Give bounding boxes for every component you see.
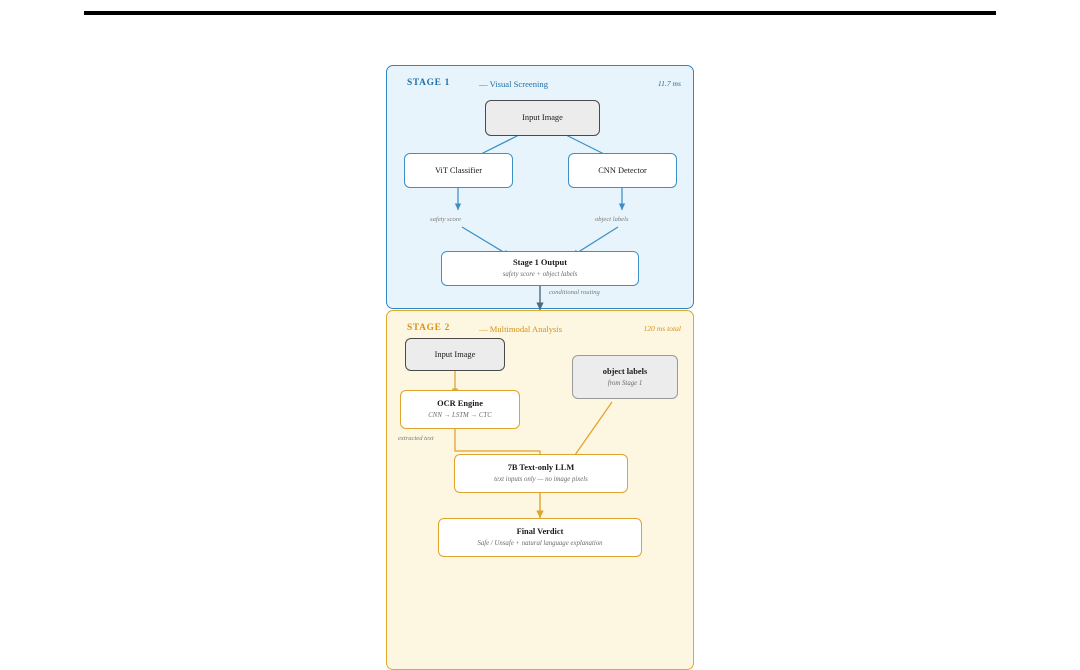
stage-1-title: STAGE 1 [407, 78, 451, 88]
node-label: ViT Classifier [434, 165, 483, 175]
edge-label-conditional-routing: conditional routing [549, 289, 600, 296]
node-7b-text-only-llm[interactable]: 7B Text-only LLM text inputs only — no i… [454, 454, 628, 493]
node-final-verdict[interactable]: Final Verdict Safe / Unsafe + natural la… [438, 518, 642, 557]
pipeline-diagram: STAGE 1 — Visual Screening 11.7 ms STAGE… [386, 65, 694, 670]
node-label: Input Image [522, 113, 563, 123]
stage-1-header: STAGE 1 — Visual Screening 11.7 ms [387, 78, 693, 92]
edge-label-object-labels: object labels [595, 216, 629, 223]
node-stage1-output[interactable]: Stage 1 Output safety score + object lab… [441, 251, 639, 286]
node-sublabel: text inputs only — no image pixels [494, 476, 588, 484]
node-label: Input Image [434, 349, 476, 359]
stage-2-timing: 120 ms total [643, 323, 681, 333]
node-cnn-detector[interactable]: CNN Detector [568, 153, 677, 188]
stage-2-header: STAGE 2 — Multimodal Analysis 120 ms tot… [387, 323, 693, 337]
node-sublabel: Safe / Unsafe + natural language explana… [477, 540, 603, 548]
node-label: object labels [602, 366, 648, 376]
node-vit-classifier[interactable]: ViT Classifier [404, 153, 513, 188]
stage-1-timing: 11.7 ms [657, 78, 681, 88]
node-label: Stage 1 Output [513, 258, 567, 268]
stage-1-subtitle: — Visual Screening [479, 78, 549, 89]
node-label: 7B Text-only LLM [507, 463, 575, 473]
node-stage1-input-image[interactable]: Input Image [485, 100, 600, 136]
node-sublabel: from Stage 1 [607, 379, 643, 387]
node-object-labels[interactable]: object labels from Stage 1 [572, 355, 678, 399]
node-label: CNN Detector [598, 165, 647, 175]
stage-2-title: STAGE 2 [407, 323, 451, 333]
header-rule [84, 11, 996, 15]
stage-2-subtitle: — Multimodal Analysis [479, 323, 563, 334]
node-label: OCR Engine [437, 399, 483, 409]
edge-label-safety-score: safety score [430, 216, 462, 223]
node-label: Final Verdict [516, 527, 564, 537]
edge-label-extracted-text: extracted text [398, 435, 434, 442]
node-sublabel: CNN → LSTM → CTC [428, 412, 492, 420]
node-sublabel: safety score + object labels [502, 271, 578, 279]
node-stage2-input-image[interactable]: Input Image [405, 338, 505, 371]
node-ocr-engine[interactable]: OCR Engine CNN → LSTM → CTC [400, 390, 520, 429]
